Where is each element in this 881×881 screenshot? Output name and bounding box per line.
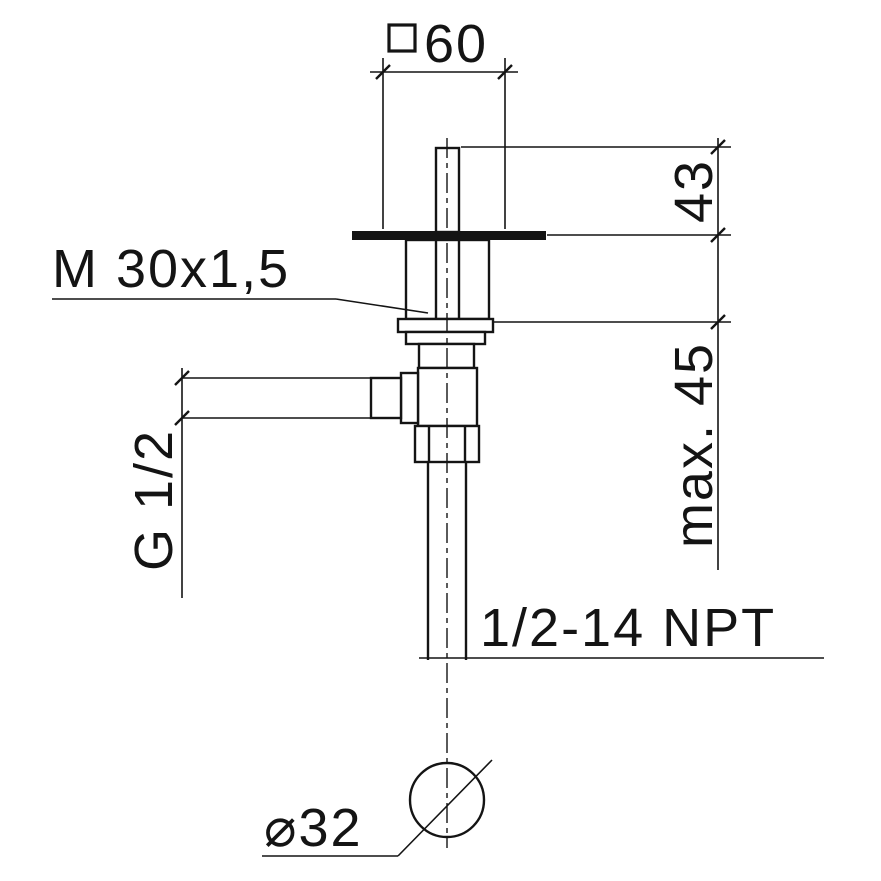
dim-tick — [710, 227, 726, 243]
ring — [404, 330, 487, 346]
thread-label-side: G 1/2 — [124, 429, 184, 571]
leader-line — [397, 759, 493, 857]
label-bottom-thread: 1/2-14 NPT — [419, 598, 824, 659]
pipe-cross-section-circle — [408, 761, 486, 839]
dim-tick — [497, 64, 513, 80]
dim-label-max-depth: max. 45 — [664, 342, 724, 548]
thread-label-bottom: 1/2-14 NPT — [480, 598, 776, 658]
dim-tick — [174, 370, 190, 386]
diameter-label: ⌀32 — [264, 798, 363, 858]
square-profile-icon — [387, 23, 417, 53]
dim-side-thread: G 1/2 — [124, 368, 371, 598]
dim-label-square-width: 60 — [424, 14, 488, 74]
dim-tick — [375, 64, 391, 80]
label-pipe-diameter: ⌀32 — [262, 759, 493, 858]
side-port-neck — [399, 371, 420, 425]
thread-label-top: M 30x1,5 — [52, 239, 290, 299]
dim-label-stem-height: 43 — [664, 159, 724, 223]
dim-tick — [174, 410, 190, 426]
valve-outline — [352, 146, 546, 839]
dim-square-width: 60 — [370, 14, 518, 229]
dim-tick — [710, 314, 726, 330]
leader-line — [335, 298, 429, 314]
side-port-flange — [369, 376, 403, 420]
dim-stem-height-and-depth: 43 max. 45 — [461, 138, 731, 570]
dim-tick — [710, 139, 726, 155]
label-top-thread: M 30x1,5 — [52, 239, 429, 314]
collar-ring — [396, 317, 495, 334]
wall-flange-plate — [352, 231, 546, 240]
